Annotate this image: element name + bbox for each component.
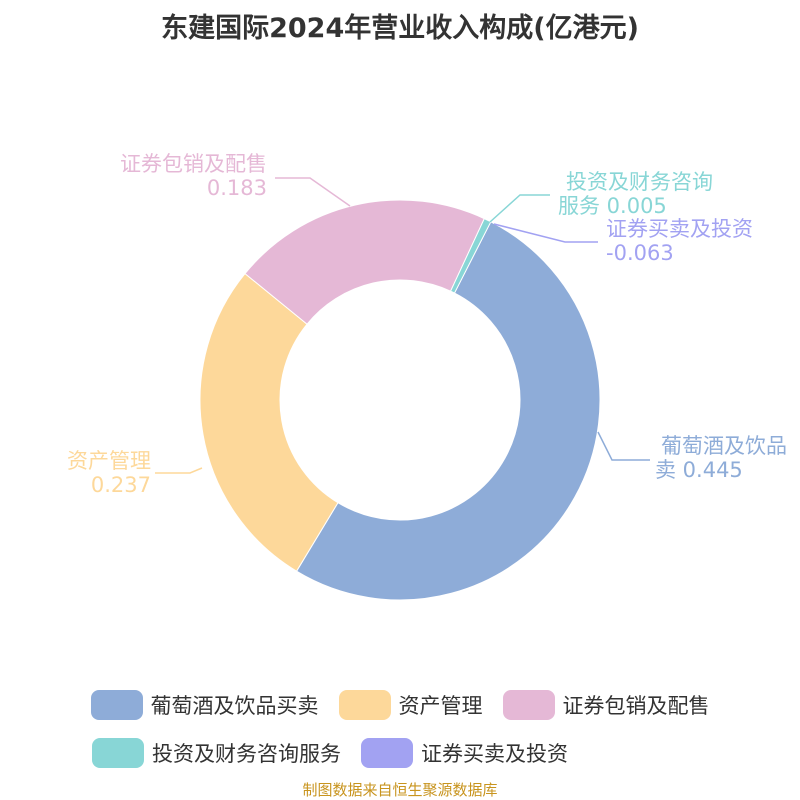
legend-swatch <box>338 690 391 720</box>
legend-item-underwriting[interactable]: 证券包销及配售 <box>502 690 710 720</box>
legend-label: 葡萄酒及饮品买卖 <box>150 694 319 718</box>
legend-label: 证券买卖及投资 <box>421 742 568 766</box>
leader-line-0 <box>597 431 650 461</box>
legend-label: 证券包销及配售 <box>562 694 710 718</box>
label-line: 服务 0.005 <box>558 194 667 218</box>
label-line: 卖 0.445 <box>655 458 743 482</box>
label-line: 证券买卖及投资 <box>606 217 753 241</box>
legend-swatch <box>502 690 555 720</box>
donut-slice-1[interactable] <box>199 272 339 572</box>
chart-title: 东建国际2024年营业收入构成(亿港元) <box>161 13 639 44</box>
legend-row-2: 投资及财务咨询服务 证券买卖及投资 <box>0 738 730 768</box>
legend-label: 投资及财务咨询服务 <box>152 742 341 766</box>
legend-swatch <box>361 738 413 768</box>
label-line: 0.183 <box>206 176 267 200</box>
leader-line-4 <box>493 223 598 243</box>
legend-item-advisory[interactable]: 投资及财务咨询服务 <box>92 738 341 768</box>
leader-line-1 <box>155 467 203 474</box>
slice-label-advisory: 投资及财务咨询 服务 0.005 <box>558 170 713 218</box>
leader-line-2 <box>275 177 351 207</box>
legend-item-wine[interactable]: 葡萄酒及饮品买卖 <box>90 690 319 720</box>
label-line: 证券包销及配售 <box>120 152 267 176</box>
label-line: 葡萄酒及饮品 <box>661 434 787 458</box>
label-line: 0.237 <box>90 473 151 497</box>
donut-slice-3[interactable] <box>449 217 492 294</box>
legend-row-1: 葡萄酒及饮品买卖 资产管理 证券包销及配售 <box>0 690 800 720</box>
donut-slice-0[interactable] <box>295 221 601 601</box>
source-note: 制图数据来自恒生聚源数据库 <box>302 781 498 799</box>
slice-label-trading: 证券买卖及投资 -0.063 <box>606 217 753 265</box>
legend-item-asset[interactable]: 资产管理 <box>338 690 483 720</box>
legend-item-trading[interactable]: 证券买卖及投资 <box>361 738 568 768</box>
slice-label-asset: 资产管理 0.237 <box>55 449 151 497</box>
leader-line-3 <box>489 194 550 223</box>
legend-swatch <box>90 690 143 720</box>
legend-swatch <box>92 738 144 768</box>
legend-label: 资产管理 <box>398 694 483 718</box>
slice-label-underwriting: 证券包销及配售 0.183 <box>95 152 267 200</box>
donut-slice-2[interactable] <box>244 199 485 325</box>
label-line: 资产管理 <box>67 449 151 473</box>
slice-label-wine: 葡萄酒及饮品 卖 0.445 <box>655 434 787 482</box>
label-line: -0.063 <box>606 241 674 265</box>
label-line: 投资及财务咨询 <box>566 170 713 194</box>
